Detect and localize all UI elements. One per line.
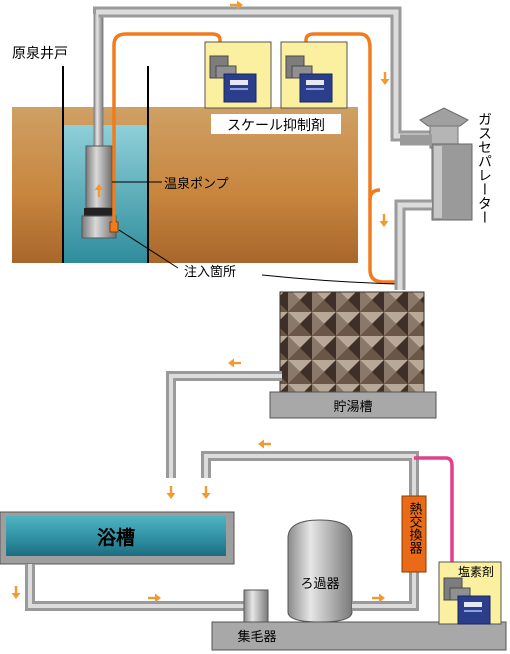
filter-vessel [287,519,353,623]
storage-tank-body [279,291,425,393]
storage-tank-base [269,391,437,419]
bath-tub [0,511,235,565]
scale-inhibitor-label-box [211,114,341,134]
injection-line-2 [304,32,400,290]
flow-arrow-down-bath-2 [200,484,212,501]
flow-arrow-left-tank [226,357,243,369]
hair-catcher [243,589,269,623]
equipment-base [211,621,507,651]
chlorine-agent-label: 塩素剤 [458,564,494,579]
chlorine-line [414,456,454,570]
hot-spring-pump-label: 温泉ポンプ [164,176,229,192]
flow-arrow-down-bath-1 [165,484,177,501]
flow-arrow-orange-down [378,212,390,229]
scale-inhibitor-unit-1 [204,41,272,109]
well-label: 原泉井戸 [12,45,68,62]
pipe-filter-to-hx [352,572,419,611]
gas-separator [419,107,473,221]
gas-separator-label: ガスセパレーター [476,112,492,224]
riser-pipe [93,11,104,149]
chlorine-dosing-unit [438,561,502,625]
flow-arrow-left-return [256,438,273,450]
flow-arrow-right-pipe [379,70,391,87]
heat-exchanger-label: 熱交換器 [407,502,423,555]
pipe-bath-to-filter [25,564,248,611]
flow-arrow-down-outlet [10,584,22,601]
scale-inhibitor-unit-2 [280,41,348,109]
filter-label: ろ過器 [300,577,339,592]
pipe-return-to-bath [201,451,419,502]
injection-line [112,32,222,228]
bath-tub-label: 浴槽 [97,526,135,549]
hair-catcher-label: 集毛器 [237,629,276,645]
hot-spring-pump [81,145,119,239]
injection-point-label: 注入箇所 [184,264,236,280]
heat-exchanger [401,495,427,573]
scale-inhibitor-label: スケール抑制剤 [227,118,325,134]
pipe-tank-to-bath [166,371,282,478]
storage-tank-label: 貯湯槽 [333,400,372,415]
